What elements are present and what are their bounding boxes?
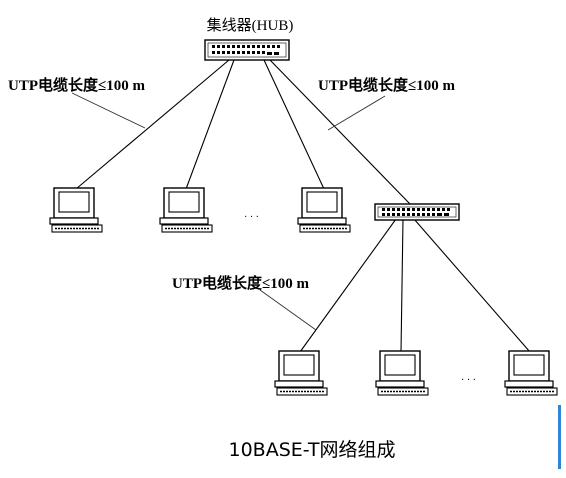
accent-bar (558, 405, 561, 469)
cable-line (263, 59, 325, 190)
diagram-caption: 10BASE-T网络组成 (229, 439, 396, 461)
cable-line (269, 59, 411, 205)
network-hub-icon (374, 203, 460, 221)
desktop-computer-icon (297, 187, 351, 233)
desktop-computer-icon (159, 187, 213, 233)
network-hub-icon (204, 39, 290, 61)
cable-line (400, 218, 404, 353)
desktop-computer-icon (504, 350, 558, 396)
cable-line (185, 59, 235, 190)
cable-line (413, 218, 531, 353)
cable-length-label: UTP电缆长度≤100 m (8, 76, 145, 94)
ellipsis: · · · (461, 375, 476, 386)
connections (75, 59, 531, 353)
cable-line (299, 218, 397, 353)
cable-length-label: UTP电缆长度≤100 m (172, 274, 309, 292)
desktop-computer-icon (274, 350, 328, 396)
leader-line (71, 92, 146, 129)
hub-label: 集线器(HUB) (207, 17, 294, 34)
leader-line (327, 95, 386, 131)
cable-line (75, 59, 230, 190)
desktop-computer-icon (49, 187, 103, 233)
cable-length-label: UTP电缆长度≤100 m (318, 76, 455, 94)
label-leaders (71, 92, 386, 331)
leader-line (259, 289, 317, 331)
ellipsis: · · · (244, 212, 259, 223)
desktop-computer-icon (375, 350, 429, 396)
